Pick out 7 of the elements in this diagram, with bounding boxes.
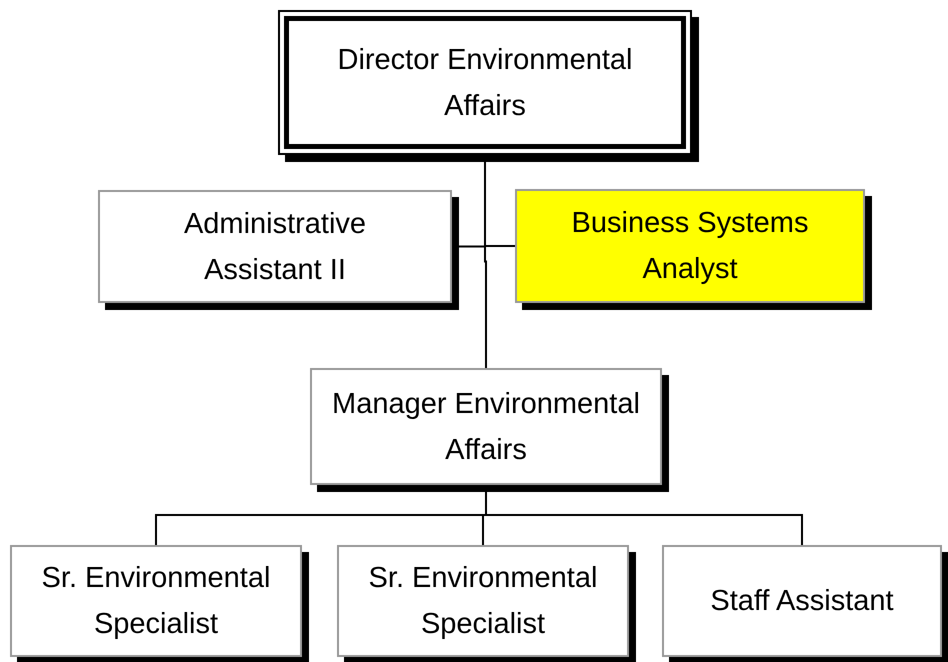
position-title: Sr. Environmental Specialist xyxy=(40,561,272,642)
position-title: Sr. Environmental Specialist xyxy=(368,561,598,642)
position-title: Administrative Assistant II xyxy=(182,206,368,288)
position-title: Business Systems Analyst xyxy=(570,206,810,287)
position-title: Manager Environmental Affairs xyxy=(331,386,641,468)
position-title: Director Environmental Affairs xyxy=(336,42,634,124)
position-title: Staff Assistant xyxy=(710,584,894,619)
